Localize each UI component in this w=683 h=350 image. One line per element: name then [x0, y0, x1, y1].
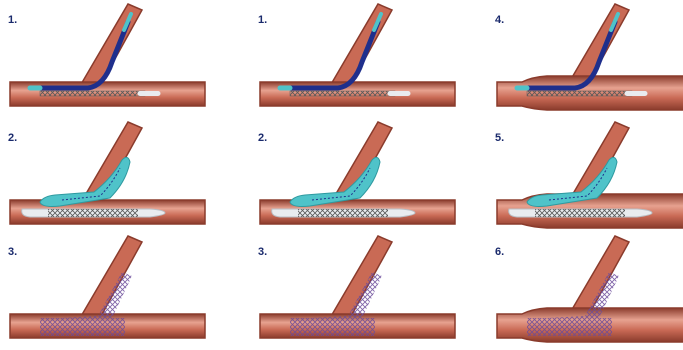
- side-branch-vessel: [80, 4, 142, 86]
- step-panel: 4.: [487, 0, 683, 118]
- step-panel: 5.: [487, 118, 683, 236]
- side-branch-vessel: [330, 4, 392, 86]
- step-number-label: 4.: [495, 14, 504, 26]
- main-stent-mesh: [48, 209, 138, 217]
- step-panel: 2.: [0, 118, 230, 236]
- stent-catheter: [290, 91, 395, 96]
- vessel-flared-wire-icon: [487, 0, 683, 118]
- step-panel: 2.: [250, 118, 480, 236]
- main-stent: [290, 318, 375, 336]
- step-number-label: 5.: [495, 132, 504, 144]
- step-number-label: 3.: [258, 246, 267, 258]
- vessel-stent-deployed-icon: [0, 232, 230, 350]
- step-number-label: 2.: [8, 132, 17, 144]
- main-stent-mesh: [535, 209, 625, 217]
- vessel-kissing-balloon-icon: [487, 118, 683, 236]
- main-stent-mesh: [298, 209, 388, 217]
- step-number-label: 3.: [8, 246, 17, 258]
- step-panel: 1.: [250, 0, 480, 118]
- step-panel: 3.: [250, 232, 480, 350]
- step-number-label: 6.: [495, 246, 504, 258]
- vessel-wire-placement-icon: [250, 0, 480, 118]
- vessel-balloon-inflation-icon: [250, 118, 480, 236]
- vessel-stent-deployed-icon: [250, 232, 480, 350]
- stent-catheter: [527, 91, 632, 96]
- main-stent: [40, 318, 125, 336]
- step-number-label: 1.: [258, 14, 267, 26]
- step-number-label: 1.: [8, 14, 17, 26]
- stent-catheter: [40, 91, 145, 96]
- step-number-label: 2.: [258, 132, 267, 144]
- step-panel: 1.: [0, 0, 230, 118]
- step-panel: 6.: [487, 232, 683, 350]
- side-branch-vessel: [567, 4, 629, 86]
- main-stent: [527, 318, 612, 336]
- vessel-wire-placement-icon: [0, 0, 230, 118]
- vessel-final-stent-icon: [487, 232, 683, 350]
- step-panel: 3.: [0, 232, 230, 350]
- vessel-balloon-inflation-icon: [0, 118, 230, 236]
